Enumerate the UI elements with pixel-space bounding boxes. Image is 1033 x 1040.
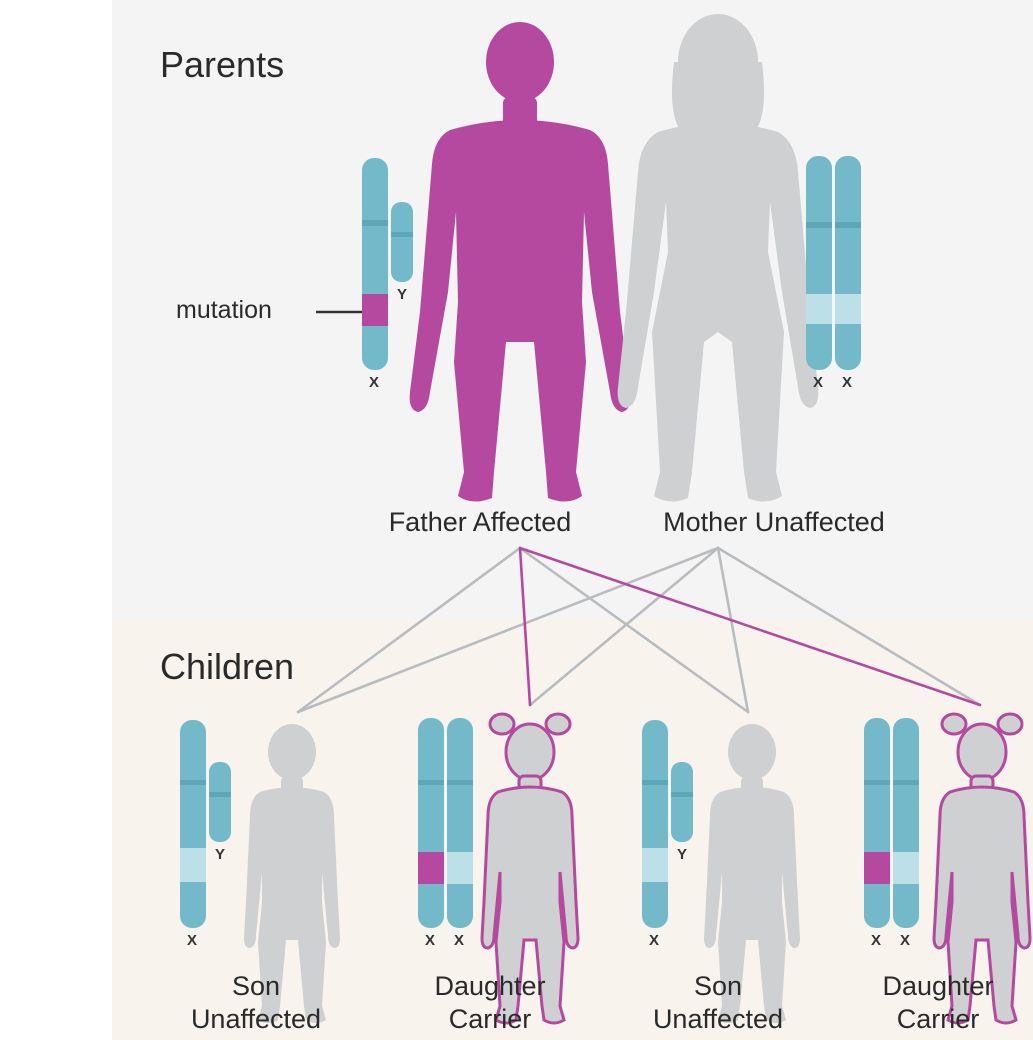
- child-1-caption-line1: Son: [166, 970, 346, 1003]
- mother-x-chromosome-2: [835, 156, 861, 370]
- line-father-daughter-2: [520, 548, 980, 705]
- child-4-caption-line1: Daughter: [848, 970, 1028, 1003]
- line-mother-son-2: [718, 548, 748, 712]
- child-2-x-label-1: X: [425, 932, 435, 949]
- child-1-caption: Son Unaffected: [166, 970, 346, 1036]
- children-title: Children: [160, 646, 294, 688]
- line-father-daughter-1: [520, 548, 530, 705]
- father-x-label: X: [369, 374, 379, 391]
- line-mother-daughter-1: [530, 548, 718, 705]
- father-figure: [410, 22, 631, 502]
- mother-caption: Mother Unaffected: [624, 506, 924, 539]
- child-3-x-label: X: [649, 932, 659, 949]
- child-3-caption-line1: Son: [628, 970, 808, 1003]
- father-y-chromosome: [391, 202, 413, 282]
- line-father-son-1: [298, 548, 520, 712]
- child-2-caption-line1: Daughter: [400, 970, 580, 1003]
- child-3-y-label: Y: [677, 846, 687, 863]
- child-2-x-label-2: X: [454, 932, 464, 949]
- child-3-caption-line2: Unaffected: [628, 1003, 808, 1036]
- mother-chromosomes: [806, 156, 861, 370]
- mother-x-label-1: X: [813, 374, 823, 391]
- father-y-label: Y: [397, 286, 407, 303]
- line-mother-son-1: [298, 548, 718, 712]
- mutation-label: mutation: [176, 296, 272, 325]
- line-father-son-2: [520, 548, 748, 712]
- child-4-caption: Daughter Carrier: [848, 970, 1028, 1036]
- child-4-caption-line2: Carrier: [848, 1003, 1028, 1036]
- parents-title: Parents: [160, 44, 284, 86]
- mother-figure: [618, 14, 819, 502]
- father-chromosomes: [316, 158, 413, 370]
- child-3-caption: Son Unaffected: [628, 970, 808, 1036]
- child-2-caption: Daughter Carrier: [400, 970, 580, 1036]
- child-1-y-label: Y: [215, 846, 225, 863]
- child-1-x-label: X: [187, 932, 197, 949]
- child-4-x-label-1: X: [871, 932, 881, 949]
- father-mutation-band: [362, 294, 388, 326]
- child-4-x-label-2: X: [900, 932, 910, 949]
- child-2-caption-line2: Carrier: [400, 1003, 580, 1036]
- mother-x-chromosome-1: [806, 156, 832, 370]
- inheritance-lines: [298, 548, 980, 712]
- father-x-chromosome: [362, 158, 388, 370]
- mother-x-label-2: X: [842, 374, 852, 391]
- child-1-caption-line2: Unaffected: [166, 1003, 346, 1036]
- father-x-centromere: [362, 220, 388, 226]
- father-caption: Father Affected: [360, 506, 600, 539]
- line-mother-daughter-2: [718, 548, 980, 705]
